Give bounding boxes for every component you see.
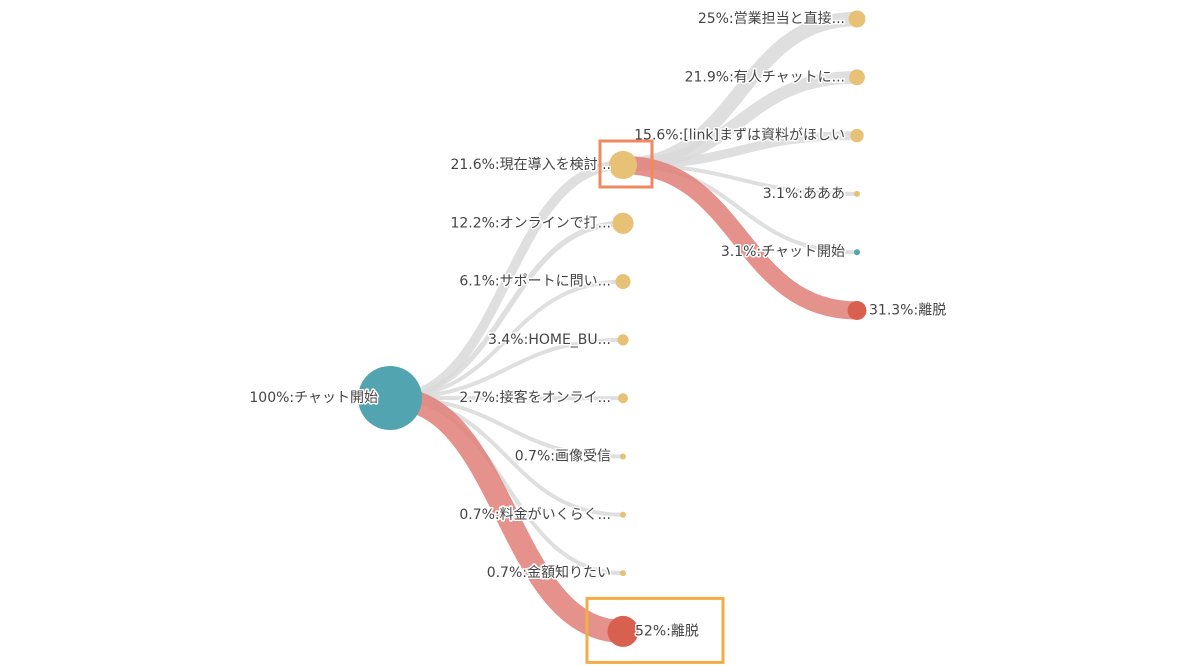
label-l2-1: 25%:営業担当と直接... [698, 10, 845, 27]
label-l2-2: 21.9%:有人チャットに... [685, 69, 845, 85]
highlight-box-orange [598, 139, 654, 189]
label-l1-5: 2.7%:接客をオンライ... [459, 389, 611, 406]
label-l2-3: 15.6%:[link]まずは資料がほしい [634, 128, 845, 144]
node-l2-4[interactable] [854, 190, 860, 197]
node-l2-6[interactable] [847, 301, 867, 320]
label-l1-1: 21.6%:現在導入を検討... [450, 157, 611, 173]
node-l2-3[interactable] [850, 128, 864, 143]
link-root-to-l1-2 [389, 220, 624, 401]
label-l1-8: 0.7%:金額知りたい [487, 564, 611, 581]
flow-links [389, 11, 858, 643]
node-l2-2[interactable] [849, 69, 865, 86]
label-l2-5: 3.1%:チャット開始 [721, 244, 845, 260]
node-l1-5[interactable] [618, 393, 628, 404]
node-l2-1[interactable] [848, 10, 866, 28]
highlight-box-gold [585, 596, 725, 664]
node-root[interactable] [358, 366, 422, 430]
link-root-to-l1-3 [389, 279, 624, 400]
node-l1-6[interactable] [620, 453, 626, 460]
label-l2-6: 31.3%:離脱 [869, 302, 946, 319]
node-l1-7[interactable] [620, 511, 626, 518]
node-l1-9[interactable] [607, 615, 639, 647]
label-root: 100%:チャット開始 [249, 390, 378, 406]
label-l2-4: 3.1%:あああ [763, 186, 845, 202]
node-l1-1[interactable] [608, 150, 638, 180]
node-l1-8[interactable] [620, 570, 626, 577]
node-l1-2[interactable] [612, 212, 634, 234]
label-l1-9: 52%:離脱 [635, 622, 699, 639]
label-l1-2: 12.2%:オンラインで打... [450, 214, 611, 231]
highlight-boxes [585, 139, 725, 664]
node-l2-5[interactable] [854, 249, 860, 256]
link-root-to-l1-8 [389, 396, 624, 576]
node-l1-4[interactable] [617, 334, 629, 346]
link-root-to-l1-9 [389, 386, 624, 643]
flow-labels: 100%:チャット開始 21.6%:現在導入を検討... 12.2%:オンラインで打… [248, 9, 948, 641]
label-l1-4: 3.4%:HOME_BU... [488, 332, 611, 348]
node-l1-3[interactable] [615, 274, 631, 290]
label-l1-6: 0.7%:画像受信 [515, 449, 611, 465]
label-l1-7: 0.7%:料金がいくらく... [459, 507, 611, 523]
link-l1-to-l2-6 [622, 155, 858, 320]
label-l1-3: 6.1%:サポートに問い... [459, 274, 611, 290]
flow-nodes [358, 10, 867, 647]
link-root-to-l1-4 [389, 337, 624, 400]
